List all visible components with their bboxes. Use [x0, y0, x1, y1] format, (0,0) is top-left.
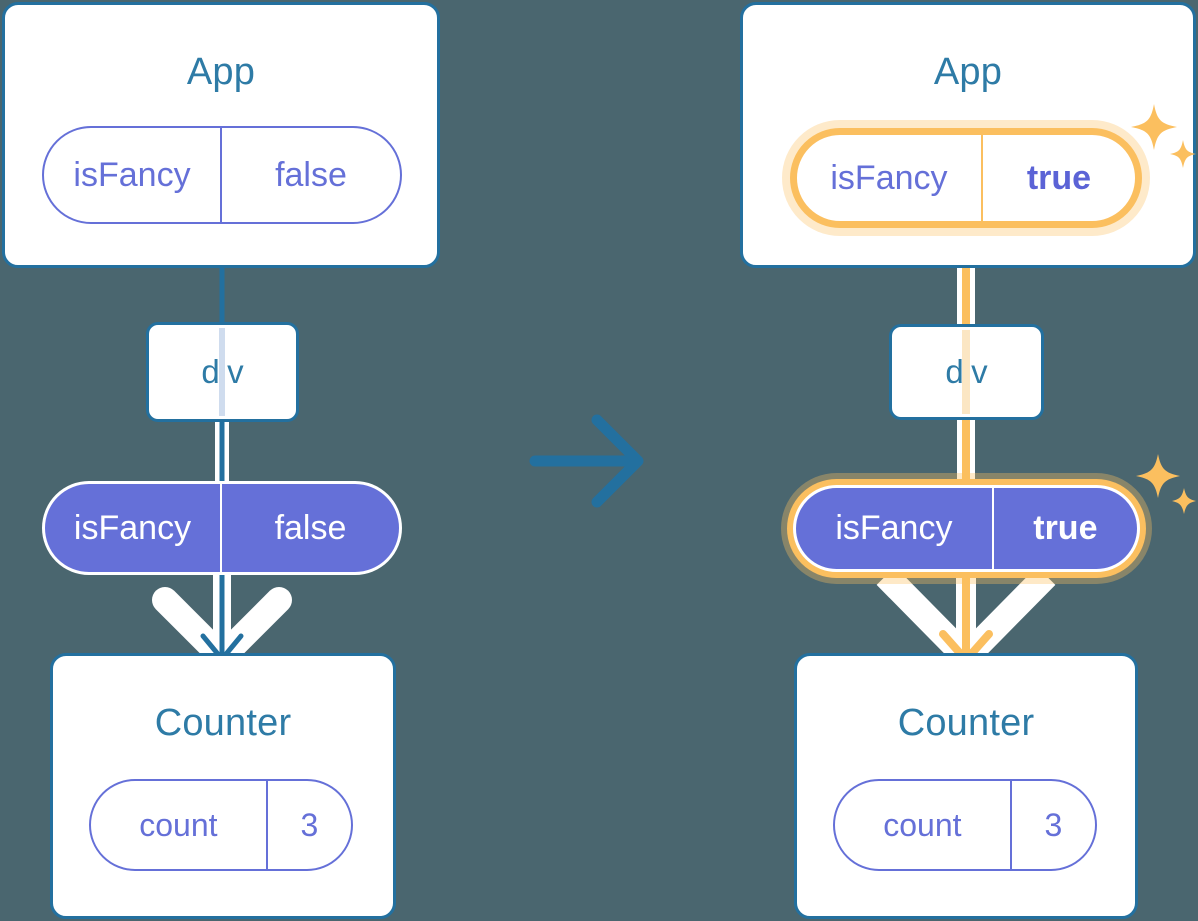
pill-value: true [1026, 158, 1092, 197]
sparkle-icon [1131, 104, 1177, 150]
pill-key: count [835, 781, 1012, 869]
div-node-after: div [889, 324, 1044, 420]
sparkle-group-top [1131, 104, 1196, 168]
sparkle-small-icon [1172, 488, 1196, 514]
fan-arrow-left [152, 560, 292, 670]
sparkle-group-middle [1136, 454, 1196, 514]
counter-state-pill-before: count 3 [89, 779, 353, 871]
counter-state-pill-after: count 3 [833, 779, 1097, 871]
pill-key: isFancy [44, 128, 222, 222]
pill-value: false [275, 155, 347, 194]
sparkle-icon [1136, 454, 1180, 498]
counter-title-after: Counter [897, 702, 1035, 744]
app-title-before: App [186, 51, 256, 93]
pill-key: isFancy [45, 484, 222, 572]
app-state-pill-after: isFancy true [790, 128, 1142, 228]
app-title-after: App [933, 51, 1003, 93]
pill-key: isFancy [796, 488, 994, 569]
pill-value: true [1033, 509, 1098, 547]
prop-pill-before: isFancy false [42, 481, 402, 575]
pill-value: 3 [1044, 806, 1063, 843]
fan-arrow-right [876, 560, 1056, 676]
div-node-before: div [146, 322, 299, 422]
pill-value: 3 [300, 806, 319, 843]
prop-pill-after: isFancy true [793, 485, 1140, 572]
sparkle-small-icon [1170, 140, 1196, 168]
pill-value: false [274, 508, 347, 547]
counter-title-before: Counter [154, 702, 292, 744]
pill-key: isFancy [797, 135, 983, 221]
app-state-pill-before: isFancy false [42, 126, 402, 224]
pill-key: count [91, 781, 268, 869]
arrow-right-icon [529, 414, 644, 508]
